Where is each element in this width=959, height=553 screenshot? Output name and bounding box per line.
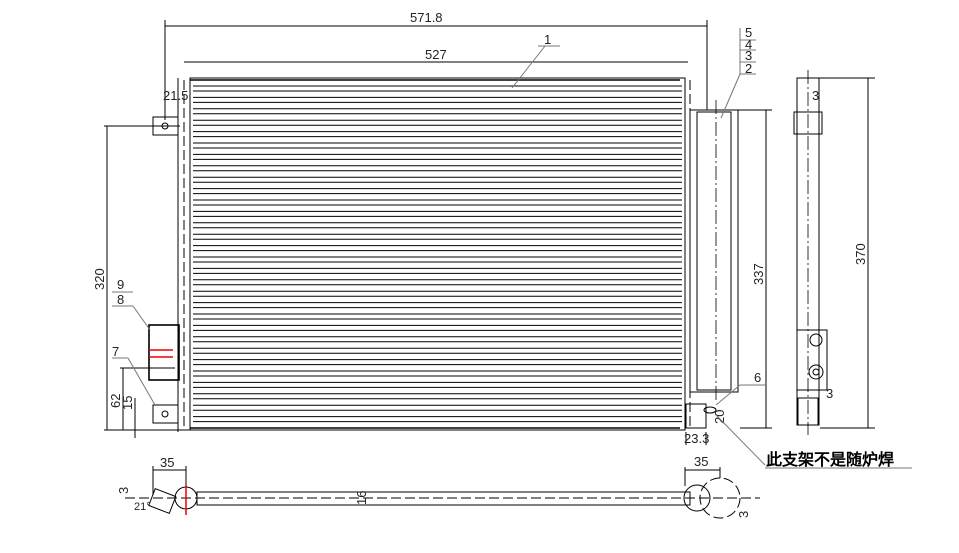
- dim-62: 62: [108, 394, 123, 408]
- dim-15: 15: [120, 396, 135, 410]
- balloon-1: 1: [544, 32, 551, 47]
- dim-35-left: 35: [160, 455, 174, 470]
- bottom-left-bracket: [152, 404, 179, 424]
- dim-23-3: 23.3: [684, 431, 709, 446]
- dim-20: 20: [712, 410, 727, 424]
- dim-3-bottom-right: 3: [736, 511, 751, 518]
- dim-angle-21: 21°: [134, 501, 151, 513]
- dim-35-right: 35: [694, 454, 708, 469]
- dim-527: 527: [425, 47, 447, 62]
- right-pipe-circle: [683, 484, 711, 512]
- balloon-6: 6: [754, 370, 761, 385]
- header-tank: [689, 109, 739, 393]
- balloon-9: 9: [117, 277, 124, 292]
- pressure-switch-block: [148, 324, 180, 381]
- dim-16: 16: [354, 491, 369, 505]
- balloon-2: 2: [745, 61, 752, 76]
- angled-fitting: [148, 488, 177, 514]
- dim-337: 337: [751, 263, 766, 285]
- balloon-8: 8: [117, 292, 124, 307]
- dim-3-bottom: 3: [826, 386, 833, 401]
- end-view-block: [796, 329, 828, 391]
- dim-571-8: 571.8: [410, 10, 443, 25]
- balloon-5: 5: [745, 25, 752, 40]
- dim-320: 320: [92, 268, 107, 290]
- note-bracket-not-furnace-brazed: 此支架不是随炉焊: [766, 450, 894, 469]
- core-outline: [189, 77, 686, 431]
- balloon-7: 7: [112, 344, 119, 359]
- balloon-3: 3: [745, 48, 752, 63]
- dim-370: 370: [853, 243, 868, 265]
- dim-21-5: 21.5: [163, 88, 188, 103]
- balloon-4: 4: [745, 37, 752, 52]
- dim-3-top: 3: [812, 88, 819, 103]
- header-bracket: [685, 403, 707, 429]
- core-tubes: [193, 85, 682, 423]
- dim-3-bottom-left: 3: [116, 487, 131, 494]
